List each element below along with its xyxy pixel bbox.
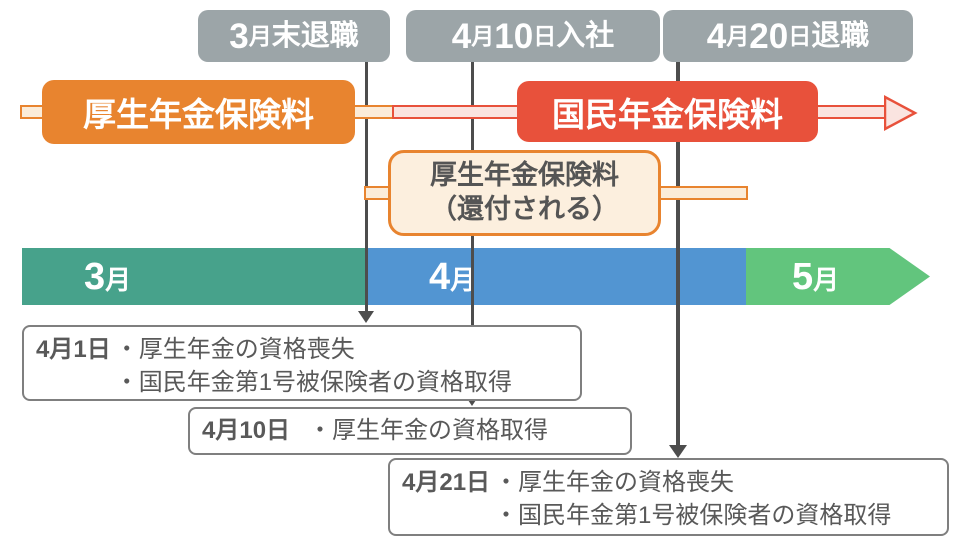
kosei-insurance-label: 厚生年金保険料 [42,80,355,144]
refund-callout: 厚生年金保険料 （還付される） [388,150,661,236]
note-april21: 4月21日 ・厚生年金の資格喪失 ・国民年金第1号被保険者の資格取得 [388,458,949,536]
note-april10: 4月10日 ・厚生年金の資格取得 [188,407,632,455]
refund-line2: （還付される） [430,194,619,224]
refund-line1: 厚生年金保険料 [430,160,619,191]
note-april1: 4月1日 ・厚生年金の資格喪失 ・国民年金第1号被保険者の資格取得 [22,325,582,401]
month-band-april: 4月 [367,248,746,305]
month-label-march: 3月 [84,255,132,298]
note-april10-item-acquire: ・厚生年金の資格取得 [308,417,549,445]
note-april10-date: 4月10日 [202,417,291,445]
kokumin-arrowhead-icon [884,95,918,131]
month-band-march: 3月 [22,248,367,305]
note-april1-date: 4月1日 [36,336,111,363]
month-label-may: 5月 [792,255,840,298]
pointer-arrowhead-april20-icon [669,445,687,458]
note-april1-item-loss: ・厚生年金の資格喪失 [114,336,355,363]
note-april21-item-loss: ・厚生年金の資格喪失 [494,469,735,496]
note-april1-item-acquire: ・国民年金第1号被保険者の資格取得 [114,369,513,397]
month-label-april: 4月 [429,255,477,298]
note-april21-date: 4月21日 [402,469,491,496]
note-april21-item-acquire: ・国民年金第1号被保険者の資格取得 [494,502,892,530]
pointer-line-april20 [676,62,680,445]
month-band-may-arrow: 5月 [746,248,930,305]
kokumin-insurance-label: 国民年金保険料 [517,81,818,142]
pointer-arrowhead-march-end-icon [358,311,374,323]
